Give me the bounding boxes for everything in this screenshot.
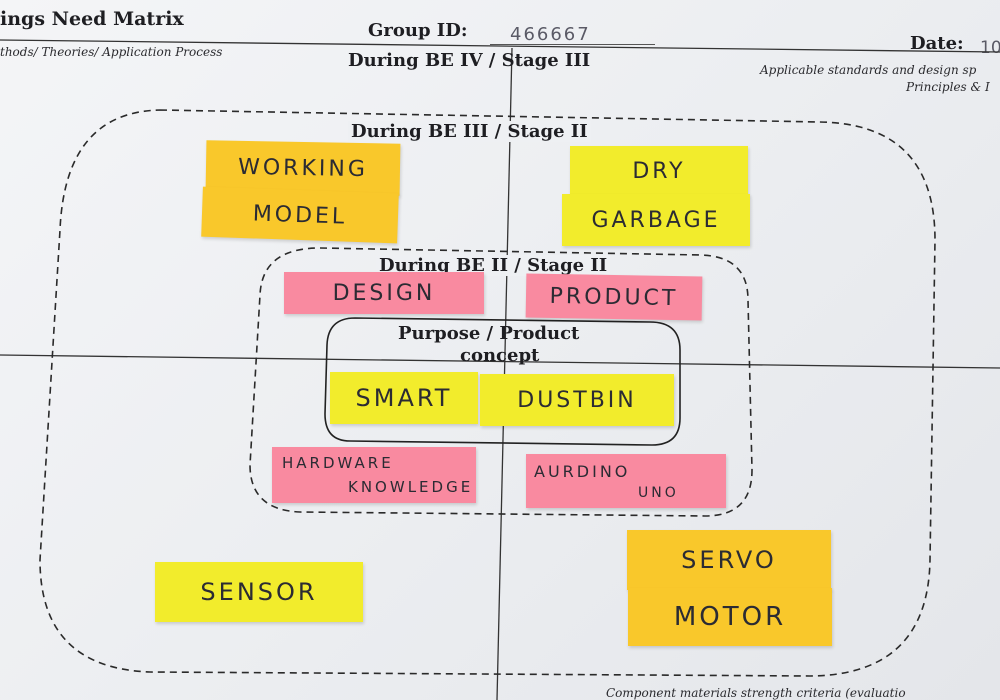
sticky-note-sensor: SENSOR <box>155 562 363 622</box>
note-text-motor: MOTOR <box>673 602 787 632</box>
sticky-note-model: MODEL <box>201 186 399 244</box>
note-text-model: MODEL <box>252 200 348 230</box>
note-text-servo: SERVO <box>681 546 777 574</box>
group-id-label: Group ID: <box>368 20 468 41</box>
sheet-subtitle-right-2: Principles & I <box>906 80 990 94</box>
sticky-note-dry: DRY <box>570 146 748 196</box>
note-text-aurdino: AURDINO <box>534 461 631 481</box>
sticky-note-hardware-knowledge: HARDWARE KNOWLEDGE <box>272 447 476 503</box>
stage-middle-label: During BE III / Stage II <box>348 121 591 142</box>
stage-inner-label: During BE II / Stage II <box>376 255 611 276</box>
sheet-subtitle-right-1: Applicable standards and design sp <box>760 63 977 77</box>
sticky-note-motor: MOTOR <box>628 588 832 646</box>
footer-text: Component materials strength criteria (e… <box>606 686 906 700</box>
sticky-note-design: DESIGN <box>284 272 484 314</box>
note-text-product: PRODUCT <box>549 283 679 311</box>
purpose-title-2: concept <box>460 345 540 366</box>
sticky-note-aurdino-uno: AURDINO UNO <box>526 454 726 508</box>
note-text-sensor: SENSOR <box>200 578 318 606</box>
note-text-design: DESIGN <box>332 280 436 306</box>
note-text-uno: UNO <box>638 484 679 501</box>
sheet-subtitle-left: thods/ Theories/ Application Process <box>0 45 223 59</box>
note-text-knowledge: KNOWLEDGE <box>348 478 474 496</box>
note-text-working: WORKING <box>237 154 369 182</box>
sticky-note-product: PRODUCT <box>525 273 703 321</box>
sticky-note-servo: SERVO <box>627 530 831 590</box>
group-id-underline <box>490 44 655 45</box>
sticky-note-smart: SMART <box>330 372 478 424</box>
note-text-dry: DRY <box>632 158 686 184</box>
note-text-hardware: HARDWARE <box>282 454 394 472</box>
note-text-smart: SMART <box>355 384 453 412</box>
purpose-title-1: Purpose / Product <box>398 323 580 344</box>
sticky-note-dustbin: DUSTBIN <box>480 374 674 426</box>
note-text-garbage: GARBAGE <box>591 207 721 233</box>
note-text-dustbin: DUSTBIN <box>517 387 637 413</box>
group-id-value: 466667 <box>510 24 591 45</box>
date-label: Date: <box>910 33 964 54</box>
stage-outer-label: During BE IV / Stage III <box>348 50 591 71</box>
date-value: 10 <box>980 38 1000 58</box>
sheet-title: ings Need Matrix <box>0 8 184 30</box>
sticky-note-garbage: GARBAGE <box>562 194 750 246</box>
